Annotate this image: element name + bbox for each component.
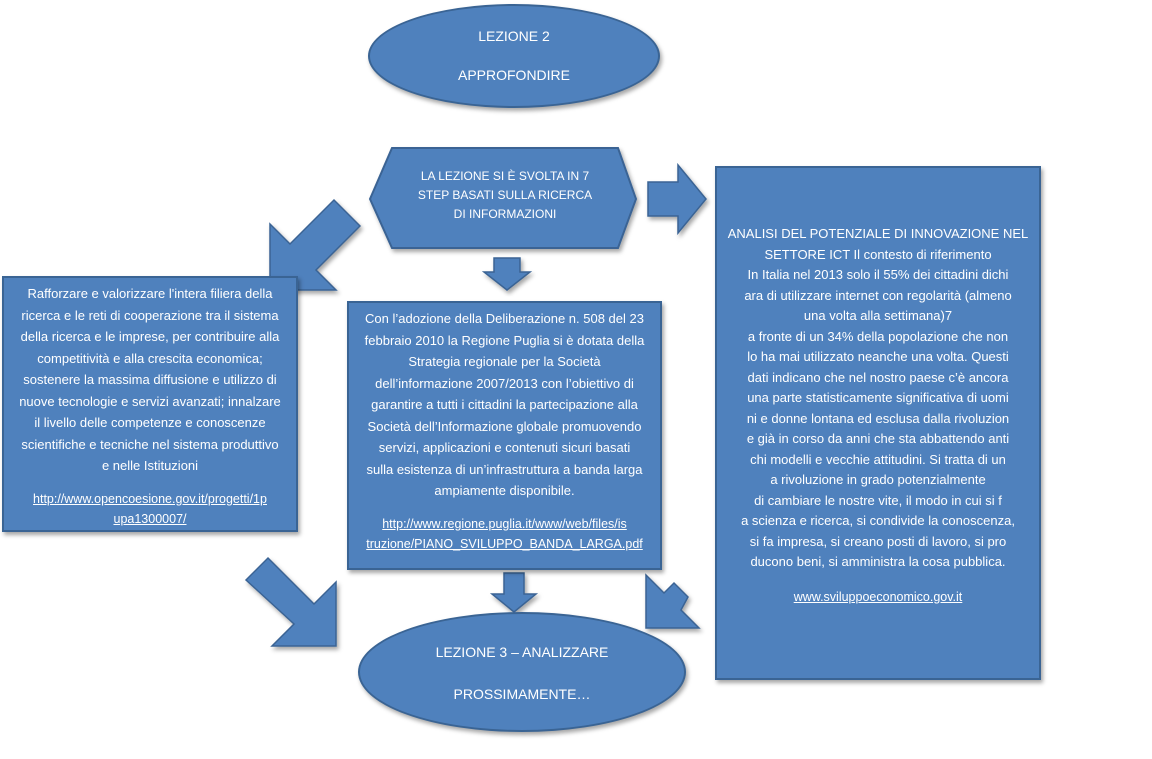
hexagon-line-2: STEP BASATI SULLA RICERCA xyxy=(417,188,593,202)
left-box-text: Rafforzare e valorizzare l'intera filier… xyxy=(4,283,296,477)
right-line: una volta alla settimana)7 xyxy=(803,308,953,323)
left-box-link[interactable]: http://www.opencoesione.gov.it/progetti/… xyxy=(4,489,296,529)
arrow-right xyxy=(647,162,707,236)
center-line: Strategia regionale per la Società xyxy=(408,354,601,369)
center-line: sulla esistenza di un’infrastruttura a b… xyxy=(366,461,643,477)
hexagon-line-3: DI INFORMAZIONI xyxy=(453,207,557,221)
center-box-link[interactable]: http://www.regione.puglia.it/www/web/fil… xyxy=(349,514,660,554)
bottom-ellipse: LEZIONE 3 – ANALIZZARE PROSSIMAMENTE… xyxy=(358,612,686,732)
left-line: ricerca e le reti di cooperazione tra il… xyxy=(21,307,279,323)
arrow-down-bottom xyxy=(489,572,539,613)
top-ellipse-title: LEZIONE 2 xyxy=(478,28,550,44)
right-line: ni e donne lontana ed esclusa dalla rivo… xyxy=(746,410,1010,426)
center-line: servizi, applicazioni e contenuti sicuri… xyxy=(378,440,631,455)
arrow-down-left xyxy=(269,198,362,291)
left-line: Rafforzare e valorizzare l'intera filier… xyxy=(27,286,273,301)
left-line: della ricerca e le imprese, per contribu… xyxy=(20,329,280,344)
left-line: il livello delle competenze e conoscenze xyxy=(34,415,266,430)
center-line: febbraio 2010 la Regione Puglia si è dot… xyxy=(364,332,645,348)
top-ellipse: LEZIONE 2 APPROFONDIRE xyxy=(368,4,660,108)
center-link-line-2[interactable]: truzione/PIANO_SVILUPPO_BANDA_LARGA.pdf xyxy=(366,536,643,551)
center-line: ampiamente disponibile. xyxy=(434,483,575,498)
bottom-ellipse-title: LEZIONE 3 – ANALIZZARE xyxy=(435,644,609,660)
center-box: Con l’adozione della Deliberazione n. 50… xyxy=(347,301,662,570)
center-line: garantire a tutti i cittadini la parteci… xyxy=(371,397,638,412)
center-box-text: Con l’adozione della Deliberazione n. 50… xyxy=(349,308,660,502)
center-line: dell’informazione 2007/2013 con l’obiett… xyxy=(375,375,634,391)
right-line: a fronte di un 34% della popolazione che… xyxy=(747,328,1009,344)
right-line: chi modelli e vecchie attitudini. Si tra… xyxy=(750,451,1006,467)
right-line: lo ha mai utilizzato neanche una volta. … xyxy=(747,349,1009,364)
right-box-text: ANALISI DEL POTENZIALE DI INNOVAZIONE NE… xyxy=(717,224,1039,573)
center-line: Con l’adozione della Deliberazione n. 50… xyxy=(365,311,644,326)
right-line: In Italia nel 2013 solo il 55% dei citta… xyxy=(747,267,1009,282)
left-line: nuove tecnologie e servizi avanzati; inn… xyxy=(19,393,281,409)
center-line: Società dell’Informazione globale promuo… xyxy=(367,418,642,434)
hexagon-line-1: LA LEZIONE SI È SVOLTA IN 7 xyxy=(420,169,590,183)
right-line: a rivoluzione in grado potenzialmente xyxy=(770,472,986,487)
left-link-line-1[interactable]: http://www.opencoesione.gov.it/progetti/… xyxy=(33,491,267,506)
right-line: di cambiare le nostre vite, il modo in c… xyxy=(754,492,1002,508)
right-line: ducono beni, si amministra la cosa pubbl… xyxy=(750,554,1006,569)
left-box: Rafforzare e valorizzare l'intera filier… xyxy=(2,276,298,532)
left-line: sostenere la massima diffusione e utiliz… xyxy=(23,372,277,387)
left-line: e nelle Istituzioni xyxy=(101,458,199,473)
right-line: e già in corso da anni che sta abbattend… xyxy=(746,431,1010,446)
arrow-down-left-small xyxy=(645,573,701,629)
left-link-line-2[interactable]: upa1300007/ xyxy=(113,511,187,526)
hexagon-shape xyxy=(368,147,638,249)
left-line: scientifiche e tecniche nel sistema prod… xyxy=(21,436,279,452)
right-line: una parte statisticamente significativa … xyxy=(747,390,1009,405)
right-line: ANALISI DEL POTENZIALE DI INNOVAZIONE NE… xyxy=(727,226,1029,241)
center-link-line-1[interactable]: http://www.regione.puglia.it/www/web/fil… xyxy=(382,516,627,531)
right-line: ara di utilizzare internet con regolarit… xyxy=(744,287,1012,303)
top-ellipse-subtitle: APPROFONDIRE xyxy=(457,67,570,83)
hexagon-text: LA LEZIONE SI È SVOLTA IN 7 STEP BASATI … xyxy=(395,167,615,224)
right-line: SETTORE ICT Il contesto di riferimento xyxy=(764,246,992,262)
right-box-link[interactable]: www.sviluppoeconomico.gov.it xyxy=(793,589,963,604)
right-box: ANALISI DEL POTENZIALE DI INNOVAZIONE NE… xyxy=(715,166,1041,680)
bottom-ellipse-subtitle: PROSSIMAMENTE… xyxy=(453,686,591,702)
right-line: si fa impresa, si creano posti di lavoro… xyxy=(749,533,1007,549)
arrow-down-top xyxy=(481,257,533,291)
right-line: a scienza e ricerca, si condivide la con… xyxy=(741,513,1015,528)
left-line: competitività e alla crescita economica; xyxy=(37,350,263,366)
right-line: dati indicano che nel nostro paese c’è a… xyxy=(747,369,1009,385)
arrow-down-right xyxy=(244,556,337,647)
